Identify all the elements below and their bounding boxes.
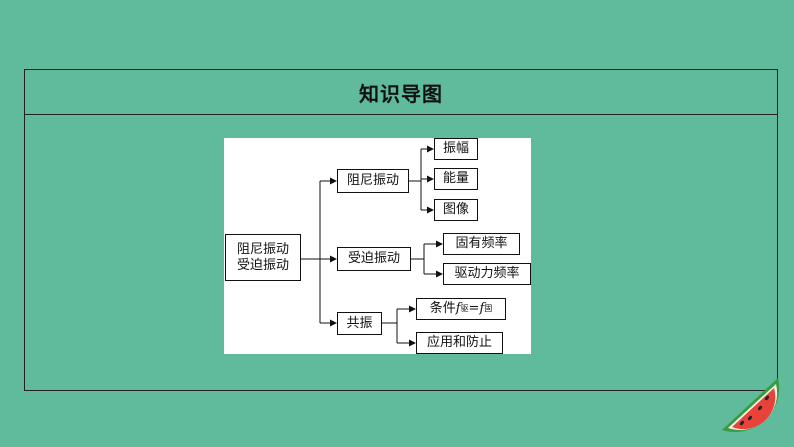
condition-sub-natural: 固 [484,304,493,313]
node-amplitude: 振幅 [434,138,478,160]
root-line-1: 阻尼振动 [236,241,289,257]
connector-lines [301,145,443,347]
condition-equals: = [468,301,480,316]
node-energy: 能量 [434,168,478,190]
condition-f-drive: f [455,301,461,316]
watermelon-slice-icon [722,378,780,433]
root-node: 阻尼振动 受迫振动 [225,234,301,281]
mind-map-diagram: 阻尼振动 受迫振动 阻尼振动 振幅 能量 图像 受迫振动 固有频率 驱动力频率 … [224,138,531,354]
node-application: 应用和防止 [416,332,503,354]
root-line-2: 受迫振动 [236,257,289,273]
condition-f-natural: f [479,301,485,316]
node-damped-vibration: 阻尼振动 [337,169,409,193]
title-bar: 知识导图 [25,70,777,115]
content-frame: 知识导图 [24,69,778,391]
page-title: 知识导图 [359,81,443,106]
node-forced-vibration: 受迫振动 [337,247,411,271]
condition-prefix: 条件 [429,301,456,316]
node-resonance: 共振 [337,312,382,335]
node-graph: 图像 [434,199,478,221]
node-drive-frequency: 驱动力频率 [443,263,531,285]
condition-sub-drive: 驱 [460,304,469,313]
node-natural-frequency: 固有频率 [443,233,520,255]
